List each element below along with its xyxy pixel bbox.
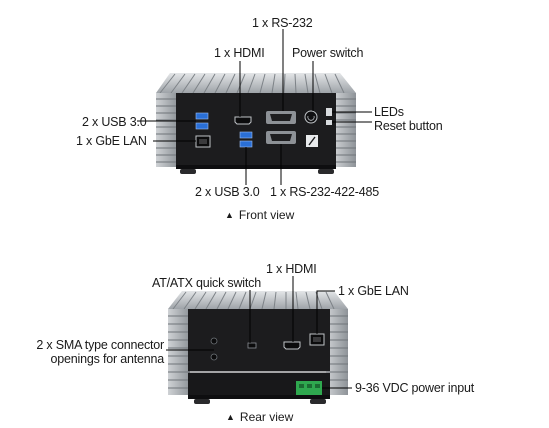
label-front-reset-button: Reset button bbox=[374, 119, 443, 133]
front-view-caption: ▲ Front view bbox=[225, 208, 294, 222]
caption-marker-rear: ▲ bbox=[226, 412, 235, 422]
front-device bbox=[156, 73, 356, 174]
rear-view-caption-text: Rear view bbox=[239, 410, 294, 424]
rear-leader-lines bbox=[166, 276, 352, 389]
label-front-leds: LEDs bbox=[374, 105, 404, 119]
rear-device bbox=[168, 291, 348, 404]
power-input-terminal bbox=[296, 381, 322, 395]
front-foot-right bbox=[318, 169, 334, 174]
front-view-caption-text: Front view bbox=[238, 208, 295, 222]
front-heatsink bbox=[156, 73, 356, 94]
label-front-power-switch: Power switch bbox=[292, 46, 364, 60]
label-rear-power-input: 9-36 VDC power input bbox=[355, 381, 474, 395]
rear-side-fins-left bbox=[168, 309, 190, 395]
front-leader-lines bbox=[137, 29, 372, 185]
rear-panel bbox=[188, 309, 330, 371]
front-side-fins-left bbox=[156, 93, 178, 167]
usb3-port-left-2 bbox=[195, 122, 209, 130]
label-rear-sma-line2: openings for antenna bbox=[50, 352, 165, 366]
rs232-422-485-port bbox=[266, 131, 296, 144]
label-front-rs232-422-485: 1 x RS-232-422-485 bbox=[270, 185, 379, 199]
label-front-gbe-lan: 1 x GbE LAN bbox=[76, 134, 147, 148]
reset-button bbox=[326, 120, 332, 125]
caption-marker-front: ▲ bbox=[225, 210, 234, 220]
label-front-hdmi: 1 x HDMI bbox=[214, 46, 265, 60]
usb3-port-mid-1 bbox=[239, 131, 253, 139]
label-rear-atx-switch: AT/ATX quick switch bbox=[152, 276, 261, 290]
power-switch bbox=[304, 110, 318, 124]
label-rear-sma-line1: 2 x SMA type connector bbox=[36, 338, 164, 352]
label-rear-hdmi: 1 x HDMI bbox=[266, 262, 317, 276]
rs232-port bbox=[266, 111, 296, 124]
usb3-port-mid-2 bbox=[239, 140, 253, 148]
rear-view-caption: ▲ Rear view bbox=[226, 410, 293, 424]
leds bbox=[326, 108, 332, 116]
rear-heatsink bbox=[168, 291, 348, 310]
sma-opening-2 bbox=[210, 353, 218, 361]
label-front-usb30-left: 2 x USB 3.0 bbox=[82, 115, 147, 129]
sma-opening-1 bbox=[210, 337, 218, 345]
label-rear-gbe-lan: 1 x GbE LAN bbox=[338, 284, 409, 298]
rear-foot-left bbox=[194, 399, 210, 404]
front-side-fins-right bbox=[334, 93, 356, 167]
rear-foot-right bbox=[310, 399, 326, 404]
hdmi-port bbox=[234, 116, 252, 125]
label-front-rs232: 1 x RS-232 bbox=[252, 16, 313, 30]
label-front-usb30-bottom: 2 x USB 3.0 bbox=[195, 185, 260, 199]
rear-hdmi-port bbox=[283, 341, 301, 350]
atx-quick-switch bbox=[247, 342, 257, 349]
usb3-port-left-1 bbox=[195, 112, 209, 120]
rear-lower-panel bbox=[188, 373, 330, 395]
front-foot-left bbox=[180, 169, 196, 174]
